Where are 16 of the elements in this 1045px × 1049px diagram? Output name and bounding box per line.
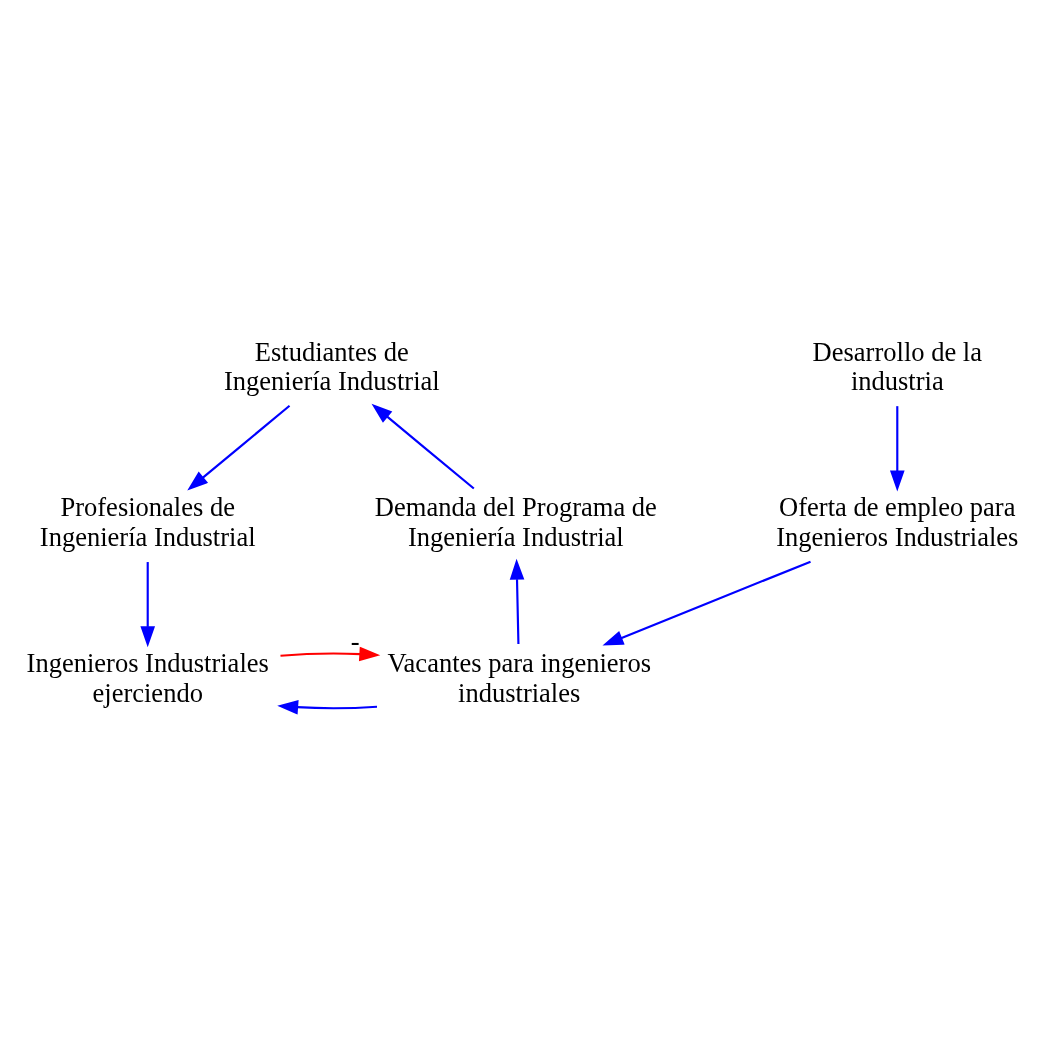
arrow <box>187 404 291 491</box>
arrow <box>371 403 475 489</box>
node-text: Desarrollo de la industria <box>812 335 982 396</box>
arrow <box>277 699 378 715</box>
arrow <box>509 558 525 644</box>
node-text: Demanda del Programa de Ingeniería Industrial <box>374 491 657 552</box>
node-text: Profesionales de Ingeniería Industrial <box>39 491 256 552</box>
arrow <box>140 561 156 647</box>
arrow <box>889 405 905 491</box>
arrow <box>602 560 811 646</box>
arrow <box>280 646 381 661</box>
node-text: Oferta de empleo para Ingenieros Industriales <box>776 491 1019 552</box>
edge-label: - <box>350 625 360 656</box>
node-text: Ingenieros Industriales ejerciendo <box>26 647 269 708</box>
node-text: Estudiantes de Ingeniería Industrial <box>223 335 440 396</box>
node-text: Vacantes para ingenieros industriales <box>387 647 651 708</box>
